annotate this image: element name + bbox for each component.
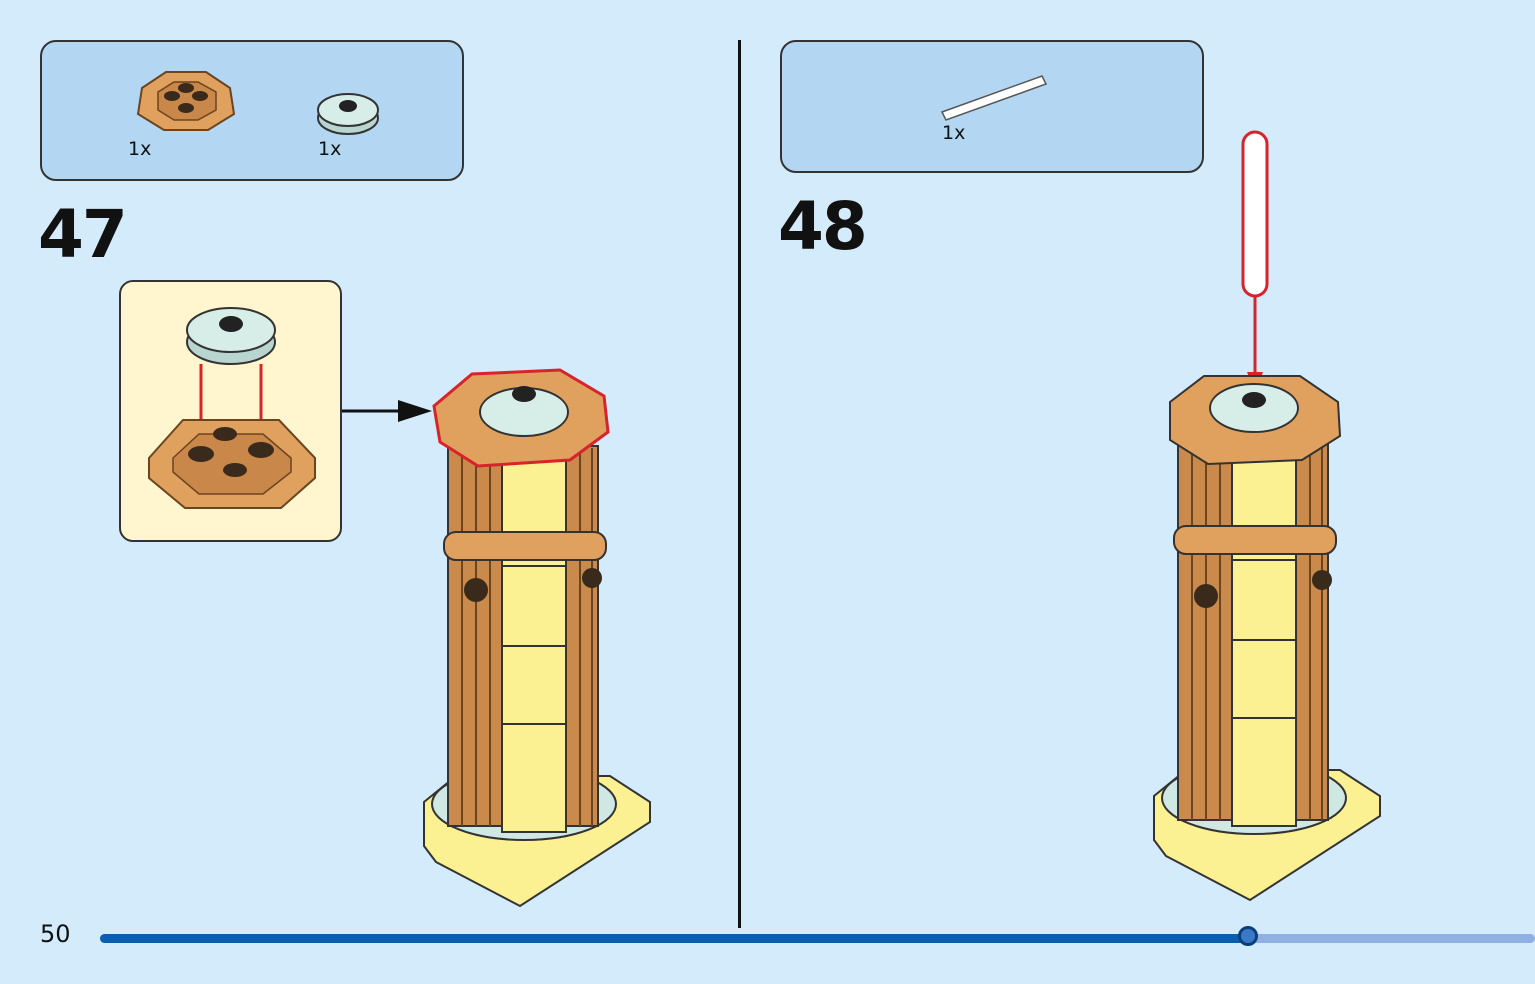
part-qty: 1x bbox=[942, 122, 966, 144]
progress-fill bbox=[100, 934, 1248, 943]
part-qty: 1x bbox=[128, 138, 152, 160]
progress-knob bbox=[1238, 926, 1258, 946]
tower-model-step-48 bbox=[1153, 130, 1381, 902]
subassembly-callout bbox=[119, 280, 342, 542]
tower-model-step-47 bbox=[423, 368, 651, 908]
step-number: 47 bbox=[38, 196, 128, 273]
step-number: 48 bbox=[778, 188, 868, 265]
bar-rod-icon bbox=[940, 75, 1048, 121]
step-divider bbox=[738, 40, 741, 928]
page-number: 50 bbox=[40, 920, 71, 948]
round-tile-icon bbox=[317, 93, 379, 135]
subassembly-illustration bbox=[148, 307, 316, 509]
parts-box-step-48: 1x bbox=[780, 40, 1204, 173]
octagon-frame-icon bbox=[136, 71, 236, 131]
part-qty: 1x bbox=[318, 138, 342, 160]
progress-bar bbox=[100, 926, 1535, 946]
parts-box-step-47: 1x 1x bbox=[40, 40, 464, 181]
callout-arrow bbox=[342, 400, 432, 422]
